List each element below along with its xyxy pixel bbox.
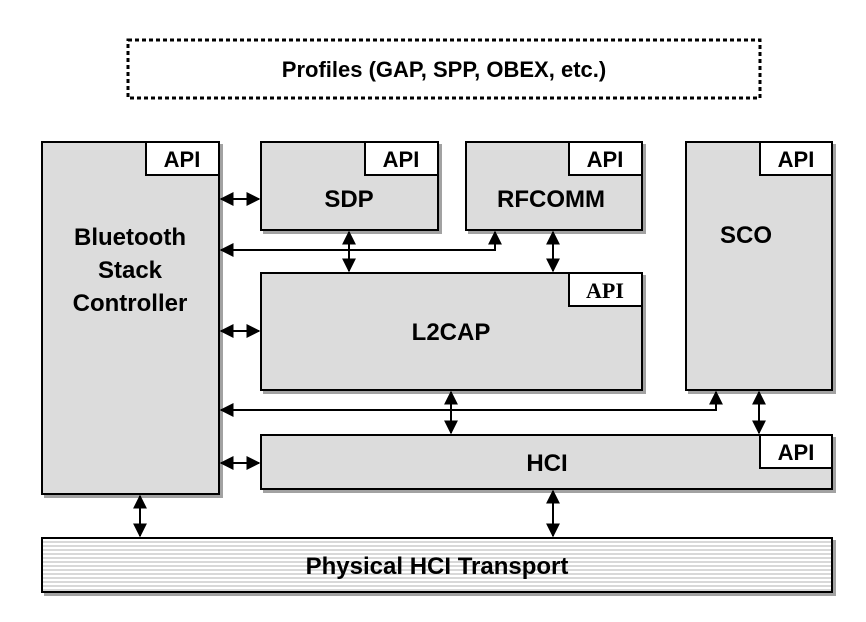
hci-api-label: API [778,440,815,465]
sdp-api-tag [364,141,439,176]
sco-api-label: API [778,147,815,172]
sdp-api-label: API [383,147,420,172]
controller-api-tag [145,141,220,176]
sco-label: SCO [720,222,772,249]
l2cap-api-tag [568,272,643,307]
transport-label: Physical HCI Transport [306,553,569,580]
hci-label: HCI [526,450,567,477]
l2cap-box: API L2CAP [260,272,643,391]
sdp-label: SDP [324,186,373,213]
rfcomm-api-label: API [587,147,624,172]
controller-api-label: API [164,147,201,172]
profiles-label: Profiles (GAP, SPP, OBEX, etc.) [282,57,606,82]
sco-box: API SCO [685,141,833,391]
sdp-box: API SDP [260,141,439,231]
profiles-box: Profiles (GAP, SPP, OBEX, etc.) [126,38,762,100]
rfcomm-label: RFCOMM [497,186,605,213]
l2cap-api-label: API [586,278,624,303]
sco-api-tag [759,141,833,176]
bus-controller-rfcomm [219,230,502,257]
controller-box: API Bluetooth Stack Controller [41,141,220,495]
l2cap-label: L2CAP [412,319,491,346]
hci-api-tag [759,434,833,469]
rfcomm-box: API RFCOMM [465,141,643,231]
rfcomm-api-tag [568,141,643,176]
hci-box: API HCI [260,434,833,490]
controller-label-line2: Stack [98,257,163,284]
bus-controller-sco [219,390,723,417]
controller-label-line3: Controller [73,290,188,317]
transport-box: Physical HCI Transport [41,537,833,593]
controller-label-line1: Bluetooth [74,224,186,251]
